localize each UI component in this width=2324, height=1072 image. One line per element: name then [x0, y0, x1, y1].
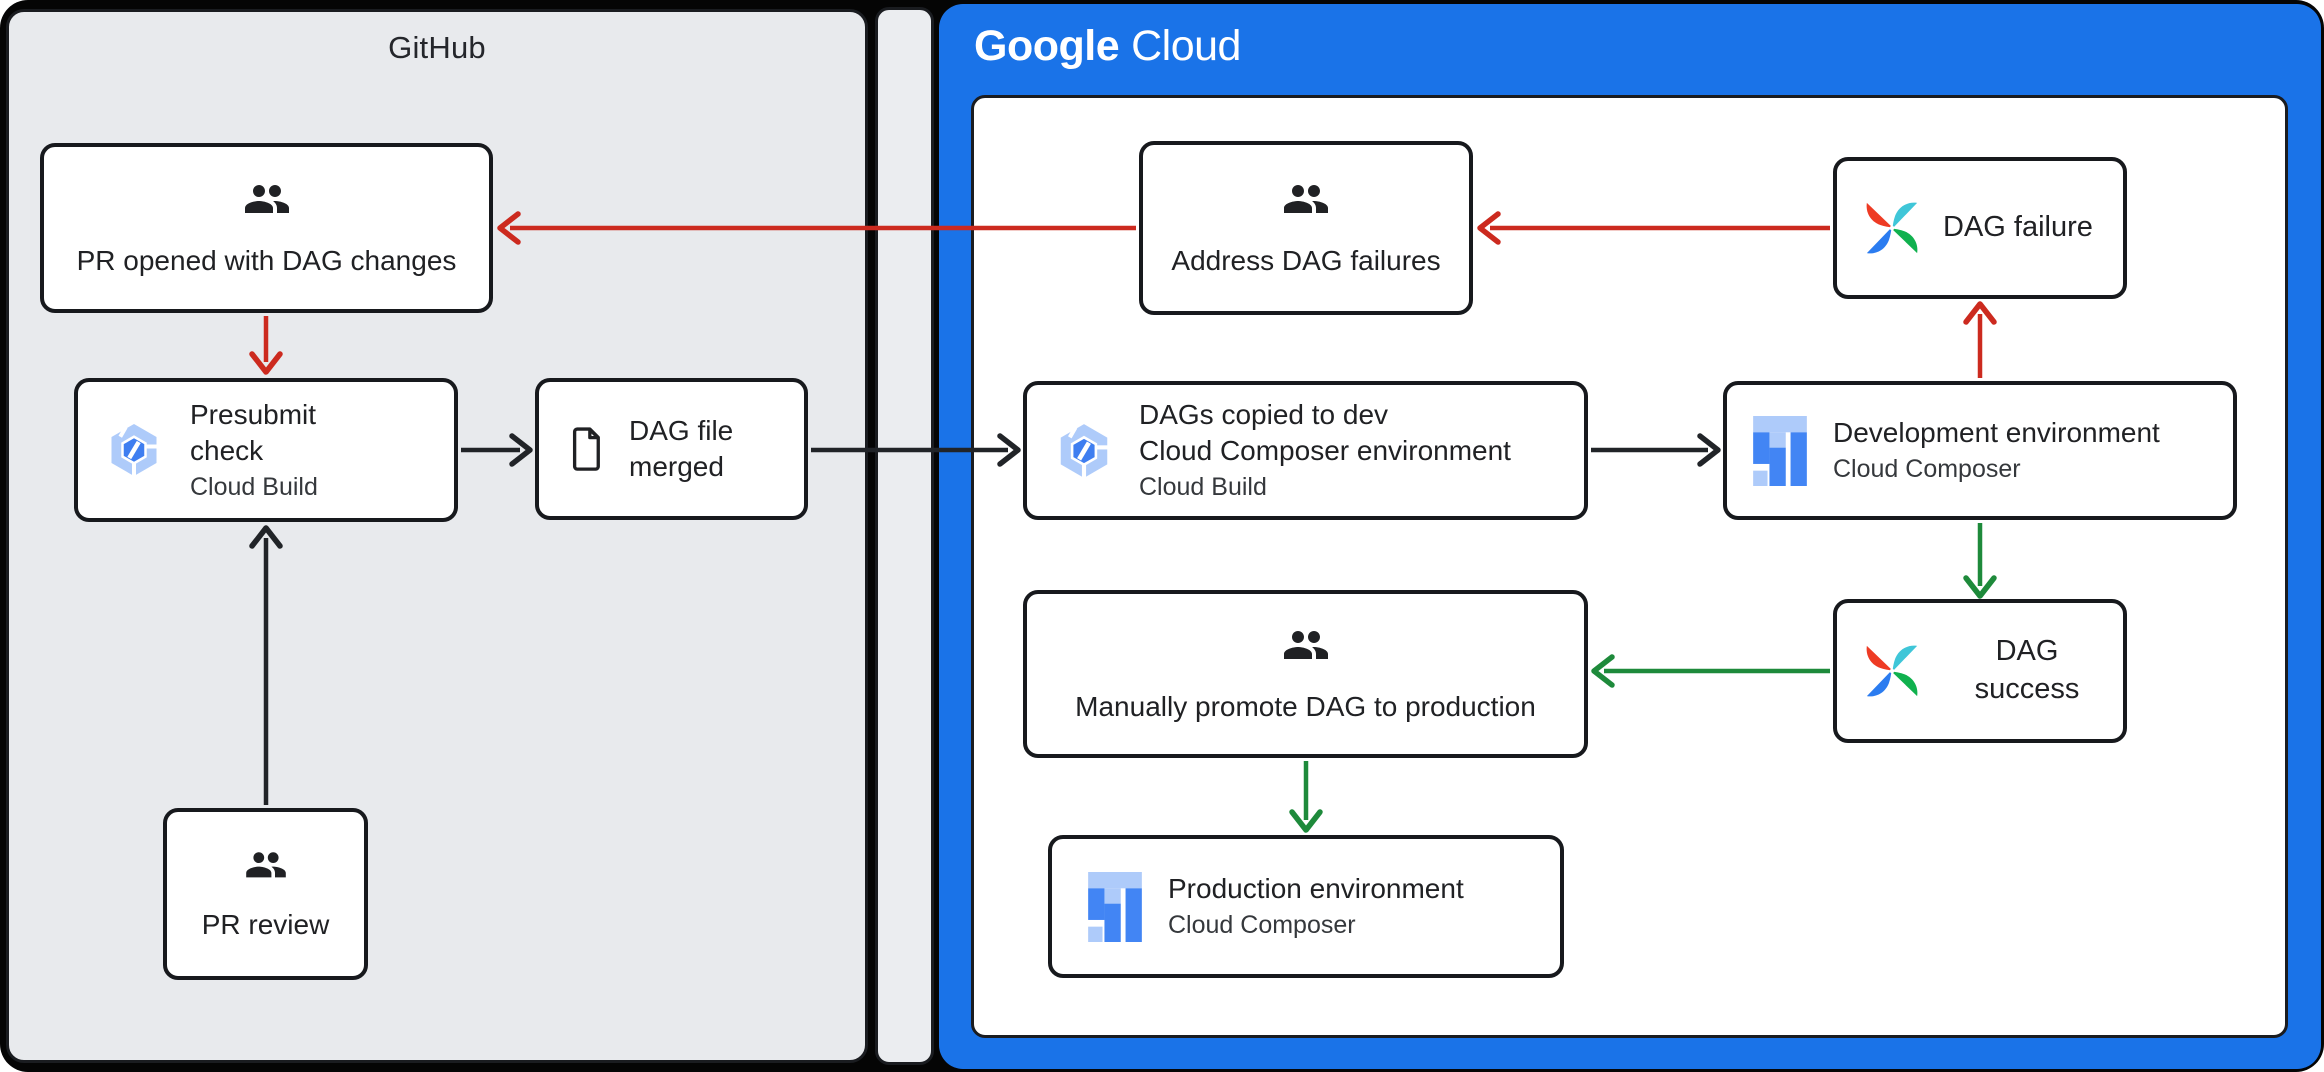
node-label: PR review — [201, 908, 330, 940]
node-label-line2: merged — [629, 451, 724, 482]
node-subtitle: Cloud Composer — [1168, 911, 1356, 940]
people-icon — [244, 184, 289, 213]
node-label-line1: DAGs copied to dev — [1139, 399, 1389, 431]
people-icon — [245, 851, 286, 878]
document-icon — [572, 427, 600, 471]
node-development-environment: Development environment Cloud Composer — [1723, 381, 2237, 520]
node-address-dag-failures: Address DAG failures — [1139, 141, 1473, 315]
node-manually-promote: Manually promote DAG to production — [1023, 590, 1588, 758]
cloud-composer-icon — [1088, 871, 1142, 942]
node-label-line1: Presubmit — [190, 398, 317, 430]
google-cloud-logo: Google Cloud — [974, 16, 1241, 76]
node-dag-success: DAG success — [1833, 599, 2127, 743]
cloud-build-icon — [111, 424, 158, 477]
node-label: DAG success — [1974, 635, 2080, 705]
airflow-icon — [1866, 645, 1918, 697]
people-icon — [1284, 184, 1328, 213]
cloud-logo-text: Cloud — [1131, 21, 1241, 70]
node-label: Address DAG failures — [1171, 244, 1441, 276]
node-label-line2: check — [190, 434, 264, 466]
node-label: Manually promote DAG to production — [1075, 690, 1536, 722]
airflow-icon — [1866, 202, 1918, 254]
node-dag-failure: DAG failure — [1833, 157, 2127, 299]
google-logo-text: Google — [974, 21, 1120, 70]
node-label-line1: Production environment — [1168, 873, 1464, 905]
node-dag-file-merged: DAG file merged — [535, 378, 808, 520]
node-dags-copied: DAGs copied to dev Cloud Composer enviro… — [1023, 381, 1588, 520]
node-subtitle: Cloud Composer — [1833, 455, 2021, 484]
node-production-environment: Production environment Cloud Composer — [1048, 835, 1564, 978]
node-subtitle: Cloud Build — [1139, 473, 1267, 502]
node-label-line1: Development environment — [1833, 417, 2160, 449]
cloud-composer-icon — [1753, 415, 1807, 486]
node-pr-review: PR review — [163, 808, 368, 980]
node-pr-opened: PR opened with DAG changes — [40, 143, 493, 313]
people-icon — [1283, 630, 1328, 659]
node-subtitle: Cloud Build — [190, 472, 318, 501]
github-panel-title: GitHub — [388, 30, 486, 65]
node-presubmit-check: Presubmit check Cloud Build — [74, 378, 458, 522]
node-label-line2: Cloud Composer environment — [1139, 435, 1511, 467]
background-strip-panel — [875, 7, 934, 1065]
node-label: DAG failure — [1943, 211, 2093, 244]
node-label-line1: DAG file — [629, 415, 734, 447]
cloud-build-icon — [1060, 423, 1109, 479]
node-label: PR opened with DAG changes — [76, 244, 457, 276]
